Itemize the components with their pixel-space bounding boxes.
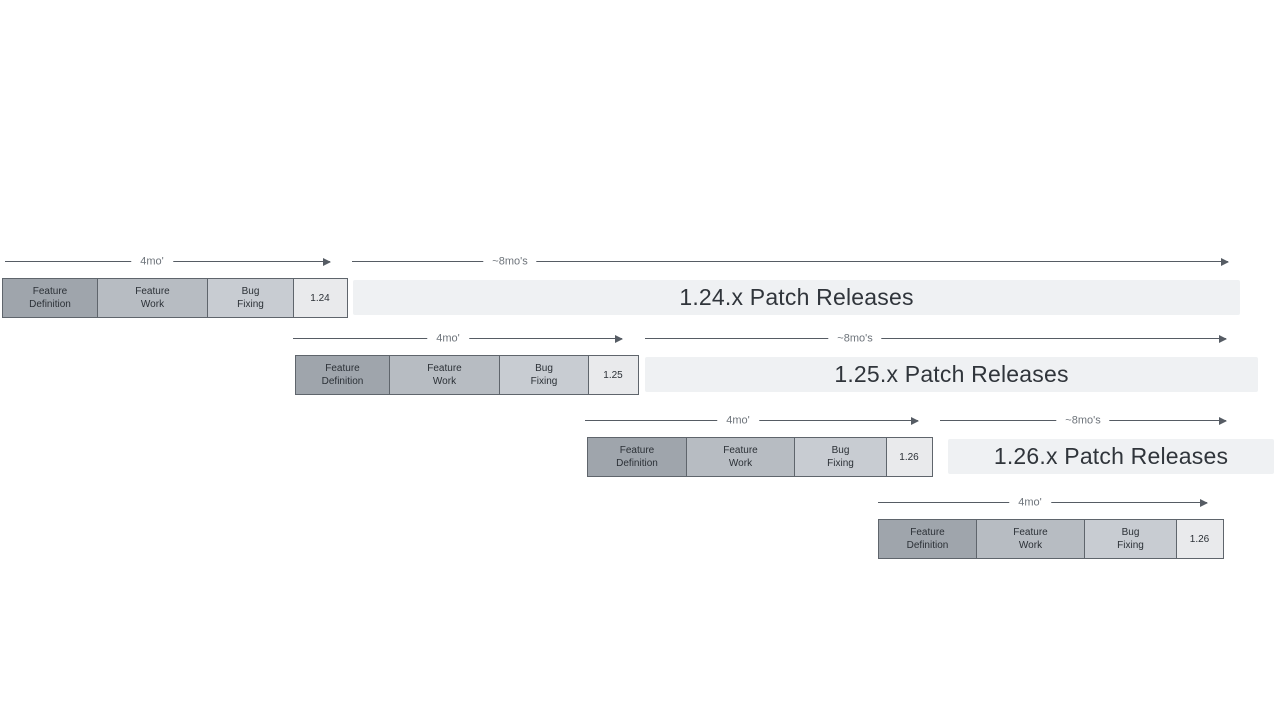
dev-cycle-arrow: 4mo' (878, 495, 1208, 511)
version-box: 1.26 (885, 437, 933, 477)
phase-box-bug-fixing: Bug Fixing (499, 355, 589, 395)
patch-cycle-arrow: ~8mo's (645, 331, 1227, 347)
phase-box-feature-definition: Feature Definition (2, 278, 98, 318)
arrow-head-icon (1200, 498, 1208, 507)
arrow-line (352, 261, 1228, 262)
version-box: 1.26 (1175, 519, 1224, 559)
patch-releases-label: 1.26.x Patch Releases (993, 443, 1229, 469)
phase-box-feature-definition: Feature Definition (295, 355, 390, 395)
patch-cycle-arrow: ~8mo's (352, 254, 1229, 270)
arrow-duration-label: 4mo' (717, 415, 759, 427)
phase-box-feature-work: Feature Work (388, 355, 501, 395)
patch-releases-bar: 1.24.x Patch Releases (353, 280, 1240, 315)
arrow-duration-label: ~8mo's (828, 333, 882, 345)
patch-releases-bar: 1.26.x Patch Releases (948, 439, 1274, 474)
patch-releases-label: 1.25.x Patch Releases (834, 361, 1069, 387)
phase-box-feature-work: Feature Work (685, 437, 796, 477)
patch-cycle-arrow: ~8mo's (940, 413, 1227, 429)
dev-cycle-arrow: 4mo' (5, 254, 331, 270)
arrow-duration-label: 4mo' (1009, 497, 1051, 509)
patch-releases-bar: 1.25.x Patch Releases (645, 357, 1258, 392)
arrow-head-icon (1221, 257, 1229, 266)
phase-box-bug-fixing: Bug Fixing (794, 437, 887, 477)
dev-cycle-arrow: 4mo' (293, 331, 623, 347)
version-box: 1.24 (292, 278, 348, 318)
arrow-line (645, 338, 1226, 339)
version-box: 1.25 (587, 355, 639, 395)
arrow-head-icon (911, 416, 919, 425)
arrow-duration-label: ~8mo's (1056, 415, 1110, 427)
arrow-head-icon (323, 257, 331, 266)
phase-box-feature-work: Feature Work (96, 278, 209, 318)
arrow-head-icon (1219, 416, 1227, 425)
arrow-duration-label: 4mo' (131, 256, 173, 268)
dev-cycle-arrow: 4mo' (585, 413, 919, 429)
arrow-duration-label: ~8mo's (483, 256, 537, 268)
arrow-head-icon (615, 334, 623, 343)
phase-box-feature-work: Feature Work (975, 519, 1086, 559)
phase-box-feature-definition: Feature Definition (587, 437, 687, 477)
phase-box-bug-fixing: Bug Fixing (1084, 519, 1177, 559)
phase-box-feature-definition: Feature Definition (878, 519, 977, 559)
patch-releases-label: 1.24.x Patch Releases (679, 284, 914, 310)
arrow-head-icon (1219, 334, 1227, 343)
phase-box-bug-fixing: Bug Fixing (207, 278, 294, 318)
arrow-duration-label: 4mo' (427, 333, 469, 345)
